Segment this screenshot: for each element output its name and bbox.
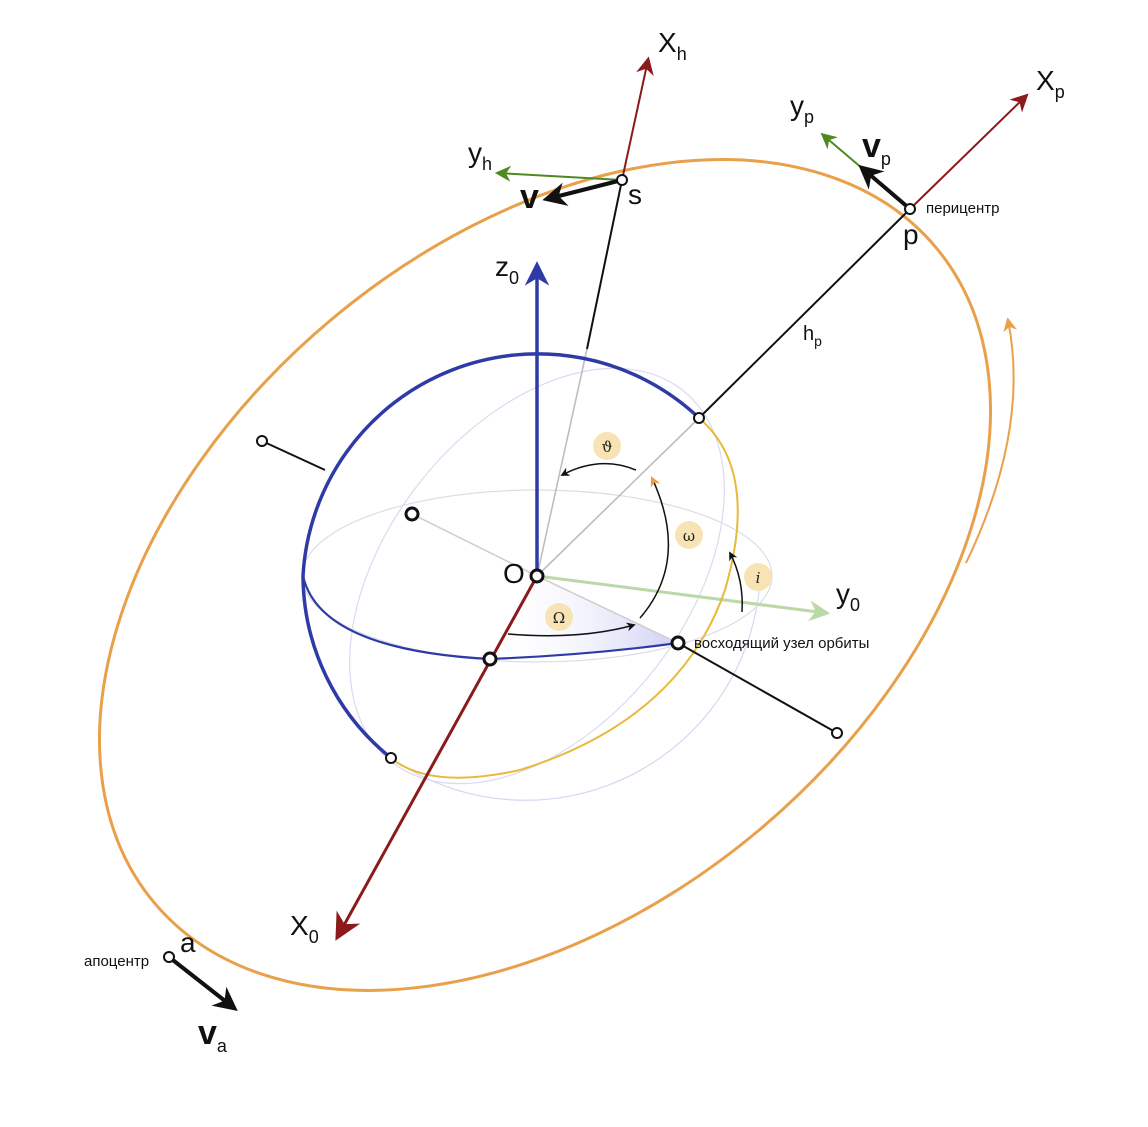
theta-label: ϑ xyxy=(602,438,613,456)
apocenter-label: апоцентр xyxy=(84,953,149,970)
xp-label: Xp xyxy=(1036,65,1065,102)
xp-axis xyxy=(909,93,1029,210)
a-label: a xyxy=(180,927,196,958)
velocity-s-vector xyxy=(542,178,623,206)
xh-label: Xh xyxy=(658,27,687,64)
apoapsis-point xyxy=(163,951,175,963)
x0-label: X0 xyxy=(290,910,319,947)
line-right-node xyxy=(677,642,838,734)
velocity-p-vector xyxy=(858,164,912,211)
orbit-left-node-point xyxy=(256,435,268,447)
z0-label: z0 xyxy=(495,251,519,288)
hp-label: hp xyxy=(803,323,822,349)
orbit-right-node-point xyxy=(831,727,843,739)
periapsis-projection-point xyxy=(693,412,705,424)
theta-badge xyxy=(593,432,621,460)
sphere-outline-left xyxy=(301,575,393,760)
line-hp xyxy=(698,208,911,419)
omega-sector-shading xyxy=(490,576,678,659)
origin-point xyxy=(529,568,545,584)
Omega-label: Ω xyxy=(553,609,565,627)
va-label: va xyxy=(198,1014,228,1056)
line-s xyxy=(586,179,623,350)
sphere-lower-point xyxy=(385,752,397,764)
points xyxy=(163,174,916,963)
omega-angle-arrow xyxy=(639,476,670,619)
motion-direction-arrow xyxy=(965,317,1018,564)
descending-node-point xyxy=(404,506,420,522)
s-point xyxy=(616,174,628,186)
orbit-plane-circle xyxy=(390,417,739,779)
omega-label: ω xyxy=(683,527,695,545)
yp-label: yp xyxy=(790,90,814,127)
Omega-badge xyxy=(545,603,573,631)
x0-axis xyxy=(335,575,539,941)
guide-to-periapsis xyxy=(536,417,700,577)
guide-lines xyxy=(411,348,700,644)
pericenter-label: перицентр xyxy=(926,200,999,217)
y0-label: y0 xyxy=(836,578,860,615)
y0-axis xyxy=(536,574,831,622)
sphere-back-arc xyxy=(390,579,761,801)
theta-angle-arrow xyxy=(560,462,637,476)
periapsis-point xyxy=(904,203,916,215)
p-label: p xyxy=(903,219,919,250)
yh-axis xyxy=(494,165,623,182)
inclination-label: i xyxy=(756,569,761,587)
Omega-angle-arrow xyxy=(507,622,636,637)
x0-sphere-point xyxy=(482,651,498,667)
inclination-badge xyxy=(744,563,772,591)
guide-to-s xyxy=(536,348,588,577)
velocity-a-vector xyxy=(167,955,238,1011)
s-label: s xyxy=(628,179,642,210)
omega-badge xyxy=(675,521,703,549)
vp-label: vp xyxy=(862,127,891,169)
line-left-node xyxy=(261,440,326,471)
projection-lines xyxy=(261,179,911,734)
yh-label: yh xyxy=(468,137,492,174)
ascending-node-point xyxy=(670,635,686,651)
xh-axis xyxy=(621,56,654,181)
inclination-angle-arrow xyxy=(729,551,743,613)
sphere-outline-top xyxy=(301,352,701,577)
origin-label: O xyxy=(503,558,525,589)
v-label: v xyxy=(520,178,539,216)
ascending-node-label: восходящий узел орбиты xyxy=(694,635,869,652)
guide-to-left-node xyxy=(411,513,538,577)
guide-to-asc-node xyxy=(536,575,679,644)
